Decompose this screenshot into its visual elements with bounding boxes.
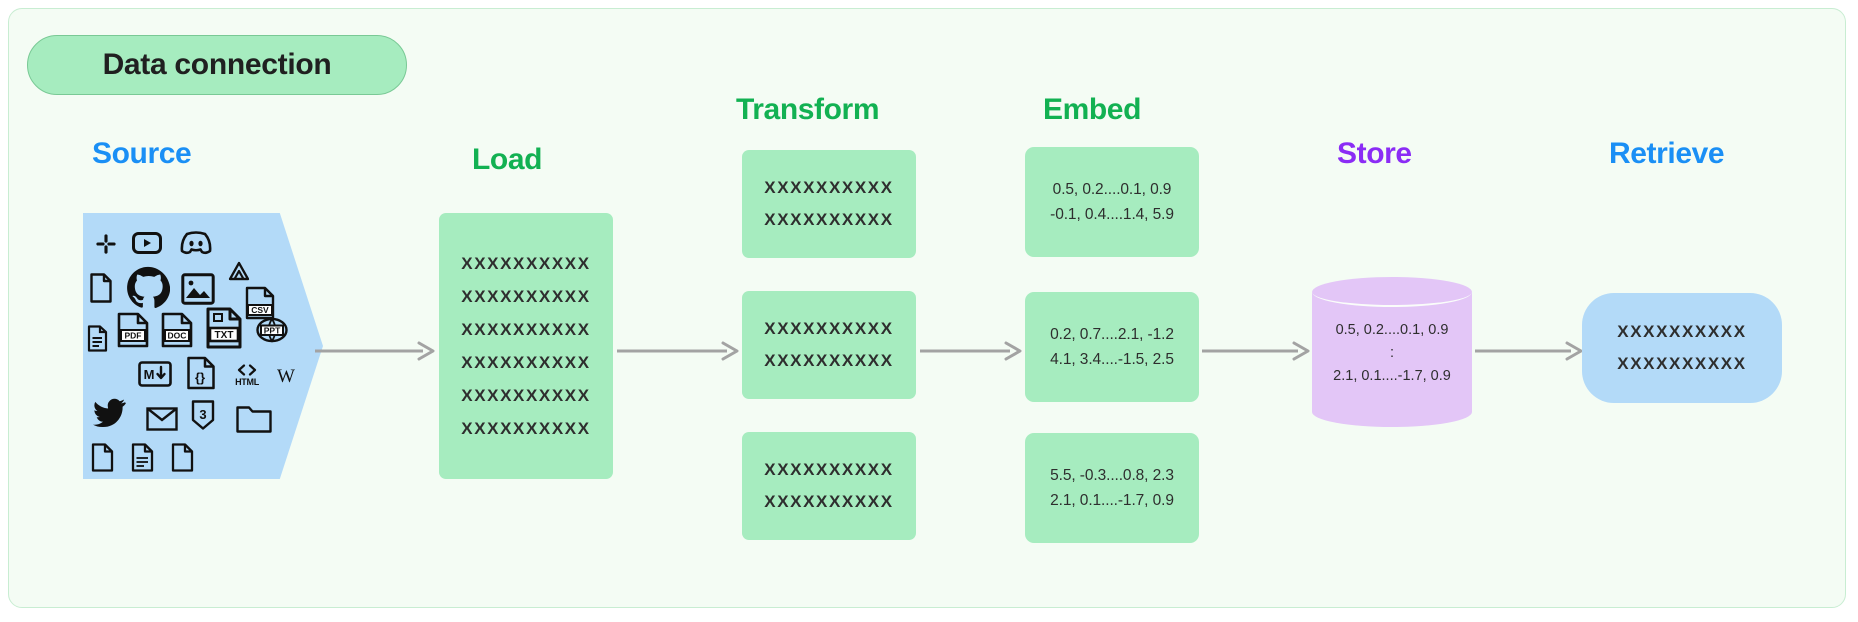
transform-line: XXXXXXXXXX — [764, 351, 894, 370]
retrieve-line: XXXXXXXXXX — [1617, 354, 1747, 373]
svg-text:3: 3 — [199, 407, 206, 422]
source-heading: Source — [92, 137, 192, 170]
cylinder-top — [1312, 277, 1472, 307]
data-connection-label: Data connection — [102, 48, 332, 81]
transform-heading: Transform — [736, 93, 880, 126]
discord-icon — [179, 229, 213, 257]
embed-vector: 0.5, 0.2....0.1, 0.9 -0.1, 0.4....1.4, 5… — [1025, 147, 1199, 257]
store-text: 0.5, 0.2....0.1, 0.9 : 2.1, 0.1....-1.7,… — [1312, 319, 1472, 388]
arrow-transform-to-embed — [920, 339, 1022, 363]
load-box: XXXXXXXXXX XXXXXXXXXX XXXXXXXXXX XXXXXXX… — [439, 213, 613, 479]
retrieve-heading: Retrieve — [1609, 137, 1725, 170]
embed-line: 5.5, -0.3....0.8, 2.3 — [1050, 467, 1174, 484]
css3-icon: 3 — [189, 399, 217, 431]
load-heading: Load — [472, 143, 543, 176]
txt-file-icon: TXT — [203, 307, 245, 349]
svg-text:TXT: TXT — [215, 330, 234, 341]
load-row: XXXXXXXXXX — [461, 353, 591, 372]
store-heading: Store — [1337, 137, 1412, 170]
transform-line: XXXXXXXXXX — [764, 178, 894, 197]
store-line: 2.1, 0.1....-1.7, 0.9 — [1333, 368, 1451, 384]
blank-file-icon — [89, 441, 115, 473]
embed-line: 4.1, 3.4....-1.5, 2.5 — [1050, 351, 1174, 368]
svg-text:M: M — [144, 367, 155, 382]
retrieve-line: XXXXXXXXXX — [1617, 322, 1747, 341]
email-icon — [145, 405, 179, 433]
markdown-icon: M — [137, 359, 173, 389]
retrieve-box: XXXXXXXXXX XXXXXXXXXX — [1582, 293, 1782, 403]
cylinder-body — [1312, 292, 1472, 412]
svg-text:{}: {} — [195, 370, 205, 385]
pdf-file-icon: PDF — [115, 311, 151, 349]
transform-chunk: XXXXXXXXXX XXXXXXXXXX — [742, 150, 916, 258]
text-lines-file-icon — [85, 323, 109, 353]
load-row: XXXXXXXXXX — [461, 320, 591, 339]
arrow-store-to-retrieve — [1475, 339, 1583, 363]
blank-file-icon — [87, 271, 115, 305]
csv-file-icon: CSV — [243, 285, 277, 321]
wikipedia-icon: W — [277, 366, 295, 387]
svg-text:CSV: CSV — [251, 305, 269, 315]
folder-icon — [235, 403, 273, 435]
google-drive-icon — [225, 259, 253, 285]
html-icon: HTML — [229, 359, 265, 391]
embed-line: 2.1, 0.1....-1.7, 0.9 — [1050, 492, 1174, 509]
text-lines-file-icon — [129, 441, 155, 473]
blank-file-icon — [169, 441, 195, 473]
load-row: XXXXXXXXXX — [461, 287, 591, 306]
transform-line: XXXXXXXXXX — [764, 210, 894, 229]
github-icon — [125, 265, 171, 311]
embed-line: -0.1, 0.4....1.4, 5.9 — [1050, 206, 1174, 223]
embed-heading: Embed — [1043, 93, 1142, 126]
doc-file-icon: DOC — [159, 311, 195, 349]
json-file-icon: {} — [185, 355, 217, 391]
twitter-icon — [91, 397, 127, 429]
svg-text:PPT: PPT — [264, 326, 281, 336]
load-row: XXXXXXXXXX — [461, 386, 591, 405]
source-icon-grid: PDF DOC TXT PP — [83, 213, 323, 479]
transform-chunk: XXXXXXXXXX XXXXXXXXXX — [742, 432, 916, 540]
arrow-embed-to-store — [1202, 339, 1310, 363]
arrow-load-to-transform — [617, 339, 739, 363]
transform-chunk: XXXXXXXXXX XXXXXXXXXX — [742, 291, 916, 399]
store-line: 0.5, 0.2....0.1, 0.9 — [1335, 322, 1449, 338]
transform-line: XXXXXXXXXX — [764, 319, 894, 338]
transform-line: XXXXXXXXXX — [764, 460, 894, 479]
image-icon — [179, 271, 217, 307]
youtube-icon — [131, 229, 163, 257]
slack-icon — [93, 231, 119, 257]
transform-line: XXXXXXXXXX — [764, 492, 894, 511]
load-row: XXXXXXXXXX — [461, 254, 591, 273]
svg-text:PDF: PDF — [125, 331, 142, 341]
svg-text:DOC: DOC — [168, 331, 187, 341]
diagram-canvas: Data connection Source — [8, 8, 1846, 608]
embed-line: 0.2, 0.7....2.1, -1.2 — [1050, 326, 1174, 343]
embed-line: 0.5, 0.2....0.1, 0.9 — [1052, 181, 1172, 198]
arrow-source-to-load — [315, 339, 435, 363]
store-cylinder: 0.5, 0.2....0.1, 0.9 : 2.1, 0.1....-1.7,… — [1312, 277, 1472, 427]
load-row: XXXXXXXXXX — [461, 419, 591, 438]
data-connection-pill: Data connection — [27, 35, 407, 95]
store-ellipsis: : — [1389, 345, 1395, 361]
embed-vector: 0.2, 0.7....2.1, -1.2 4.1, 3.4....-1.5, … — [1025, 292, 1199, 402]
embed-vector: 5.5, -0.3....0.8, 2.3 2.1, 0.1....-1.7, … — [1025, 433, 1199, 543]
